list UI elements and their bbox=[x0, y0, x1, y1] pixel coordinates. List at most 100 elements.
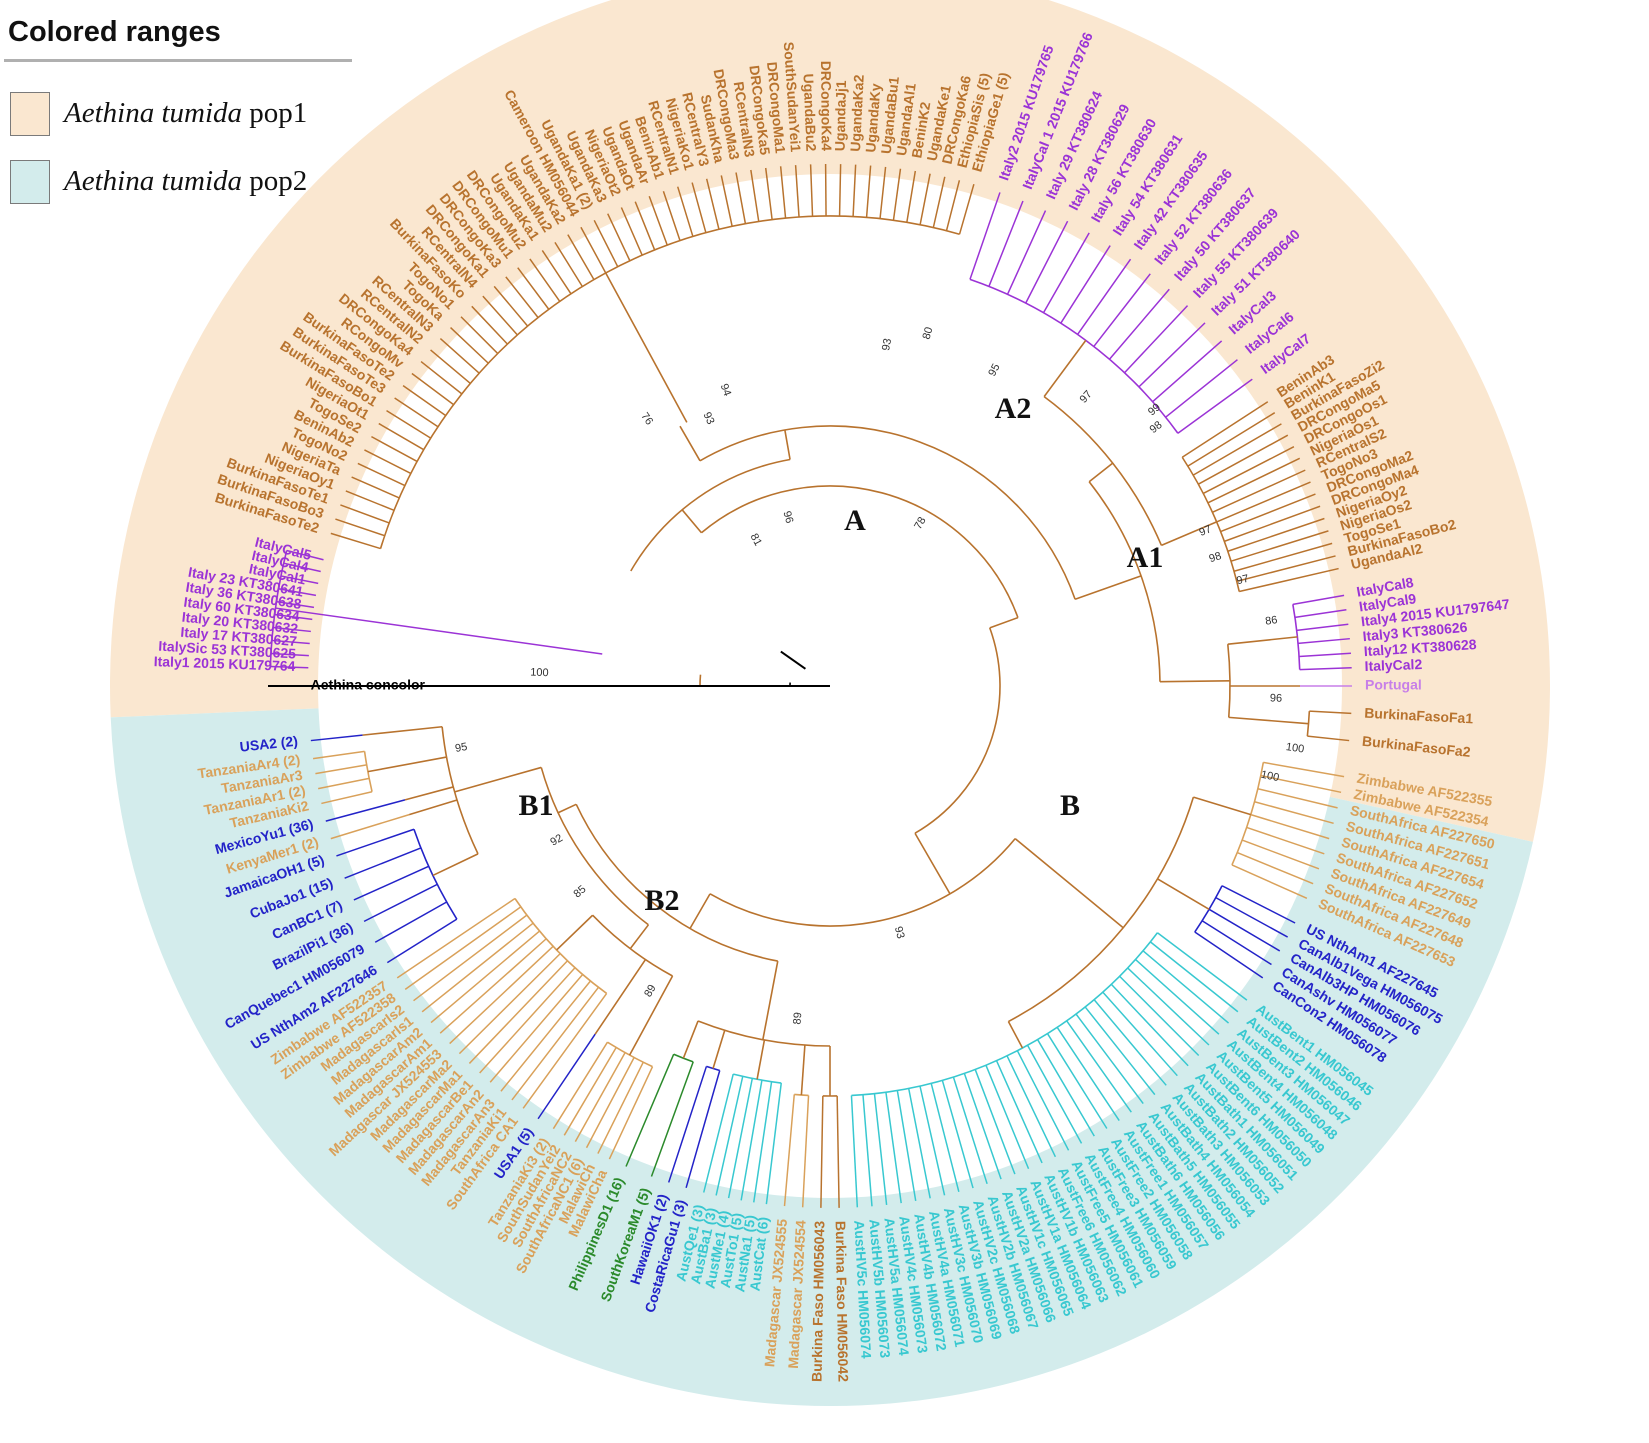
bootstrap-label: 78 bbox=[912, 515, 929, 532]
branch-line bbox=[1108, 288, 1170, 360]
branch-line bbox=[421, 922, 534, 1013]
branch-line bbox=[1263, 761, 1345, 778]
branch-line bbox=[1165, 359, 1238, 418]
branch-line bbox=[764, 167, 773, 220]
branch-line bbox=[1292, 594, 1345, 606]
branch-arc bbox=[700, 485, 1019, 618]
branch-line bbox=[988, 200, 1024, 287]
branch-line bbox=[271, 639, 310, 645]
branch-line bbox=[1297, 637, 1350, 645]
branch-line bbox=[500, 980, 592, 1092]
branch-line bbox=[479, 967, 576, 1074]
leaf-label: Burkina Faso HM056043 bbox=[809, 1221, 828, 1383]
branch-line bbox=[1056, 1026, 1120, 1121]
branch-line bbox=[567, 234, 595, 280]
branch-line bbox=[958, 184, 975, 235]
branch-line bbox=[321, 790, 373, 805]
branch-line bbox=[620, 207, 643, 256]
branch-line bbox=[1241, 839, 1320, 870]
branch-line bbox=[1157, 878, 1210, 911]
branch-line bbox=[330, 813, 410, 840]
legend-divider bbox=[4, 59, 352, 62]
bootstrap-label: 94 bbox=[718, 382, 733, 398]
branch-line bbox=[865, 165, 872, 218]
branch-line bbox=[809, 164, 814, 217]
branch-line bbox=[345, 490, 395, 512]
branch-line bbox=[705, 178, 720, 230]
branch-line bbox=[852, 164, 857, 217]
branch-line bbox=[906, 170, 917, 223]
branch-line bbox=[689, 893, 711, 929]
branch-line bbox=[691, 182, 707, 233]
branch-line bbox=[838, 164, 842, 217]
legend-label-pop2: Aethina tumida pop2 bbox=[64, 165, 308, 197]
bootstrap-label: 100 bbox=[1260, 769, 1280, 785]
branch-line bbox=[363, 883, 438, 923]
clade-label-b: B bbox=[1060, 789, 1080, 822]
leaf-label: SouthSudanYei1 bbox=[781, 41, 804, 152]
branch-line bbox=[1123, 305, 1189, 374]
branch-line bbox=[585, 1057, 635, 1149]
branch-line bbox=[720, 175, 733, 227]
branch-line bbox=[364, 449, 412, 475]
branch-line bbox=[593, 219, 619, 268]
branch-line bbox=[1007, 1021, 1024, 1049]
branch-line bbox=[1149, 941, 1239, 1013]
branch-line bbox=[634, 201, 656, 251]
branch-line bbox=[537, 1033, 596, 1120]
branch-line bbox=[450, 326, 489, 364]
branch-line bbox=[753, 1081, 773, 1203]
branch-line bbox=[430, 930, 541, 1024]
branch-line bbox=[862, 1094, 873, 1207]
branch-line bbox=[985, 1064, 1030, 1170]
bootstrap-label: 99 bbox=[1146, 401, 1163, 418]
leaf-label: UgandaBu2 bbox=[801, 73, 820, 152]
branch-line bbox=[1207, 457, 1301, 504]
legend-swatch-pop2 bbox=[10, 160, 50, 204]
branch-line bbox=[952, 1076, 988, 1185]
branch-line bbox=[1093, 273, 1151, 347]
branch-line bbox=[1246, 826, 1325, 855]
branch-line bbox=[662, 191, 681, 241]
branch-line bbox=[386, 918, 458, 964]
branch-line bbox=[681, 509, 703, 534]
bootstrap-label: 89 bbox=[642, 983, 659, 1000]
branch-line bbox=[1299, 652, 1352, 658]
branch-line bbox=[552, 1041, 609, 1130]
branch-arc bbox=[269, 550, 288, 667]
clade-label-a2: A2 bbox=[995, 392, 1032, 425]
branch-line bbox=[1254, 801, 1334, 825]
branch-line bbox=[779, 166, 787, 219]
branch-line bbox=[1066, 1020, 1132, 1113]
branch-line bbox=[1296, 623, 1349, 632]
branch-line bbox=[367, 756, 447, 773]
leaf-label: DRCongoKa4 bbox=[818, 61, 835, 152]
branch-line bbox=[493, 285, 529, 327]
branch-line bbox=[1014, 838, 1124, 929]
leaf-label: AustHV5c HM056074 bbox=[851, 1220, 874, 1359]
leaf-label: ItalyCal2 bbox=[1364, 656, 1422, 674]
leaf-label: UgandaKa2 bbox=[847, 74, 867, 152]
branch-line bbox=[1208, 908, 1281, 952]
branch-line bbox=[919, 173, 931, 225]
branch-line bbox=[941, 1080, 974, 1189]
branch-line bbox=[762, 960, 779, 1040]
branch-line bbox=[310, 734, 363, 742]
branch-line bbox=[402, 385, 447, 417]
branch-line bbox=[963, 1073, 1002, 1180]
branch-arc bbox=[914, 627, 1001, 834]
branch-line bbox=[1142, 950, 1230, 1024]
branch-arc bbox=[851, 932, 1159, 1097]
bootstrap-label: 98 bbox=[1208, 550, 1223, 565]
branch-line bbox=[605, 272, 688, 423]
branch-line bbox=[879, 166, 887, 219]
branch-line bbox=[667, 1066, 708, 1183]
branch-line bbox=[850, 1095, 859, 1208]
branch-line bbox=[335, 518, 385, 537]
branch-line bbox=[1161, 521, 1217, 547]
branch-line bbox=[471, 305, 509, 345]
leaf-label: Italy1 2015 KU179764 bbox=[154, 653, 296, 674]
clade-label-a1: A1 bbox=[1127, 541, 1164, 574]
